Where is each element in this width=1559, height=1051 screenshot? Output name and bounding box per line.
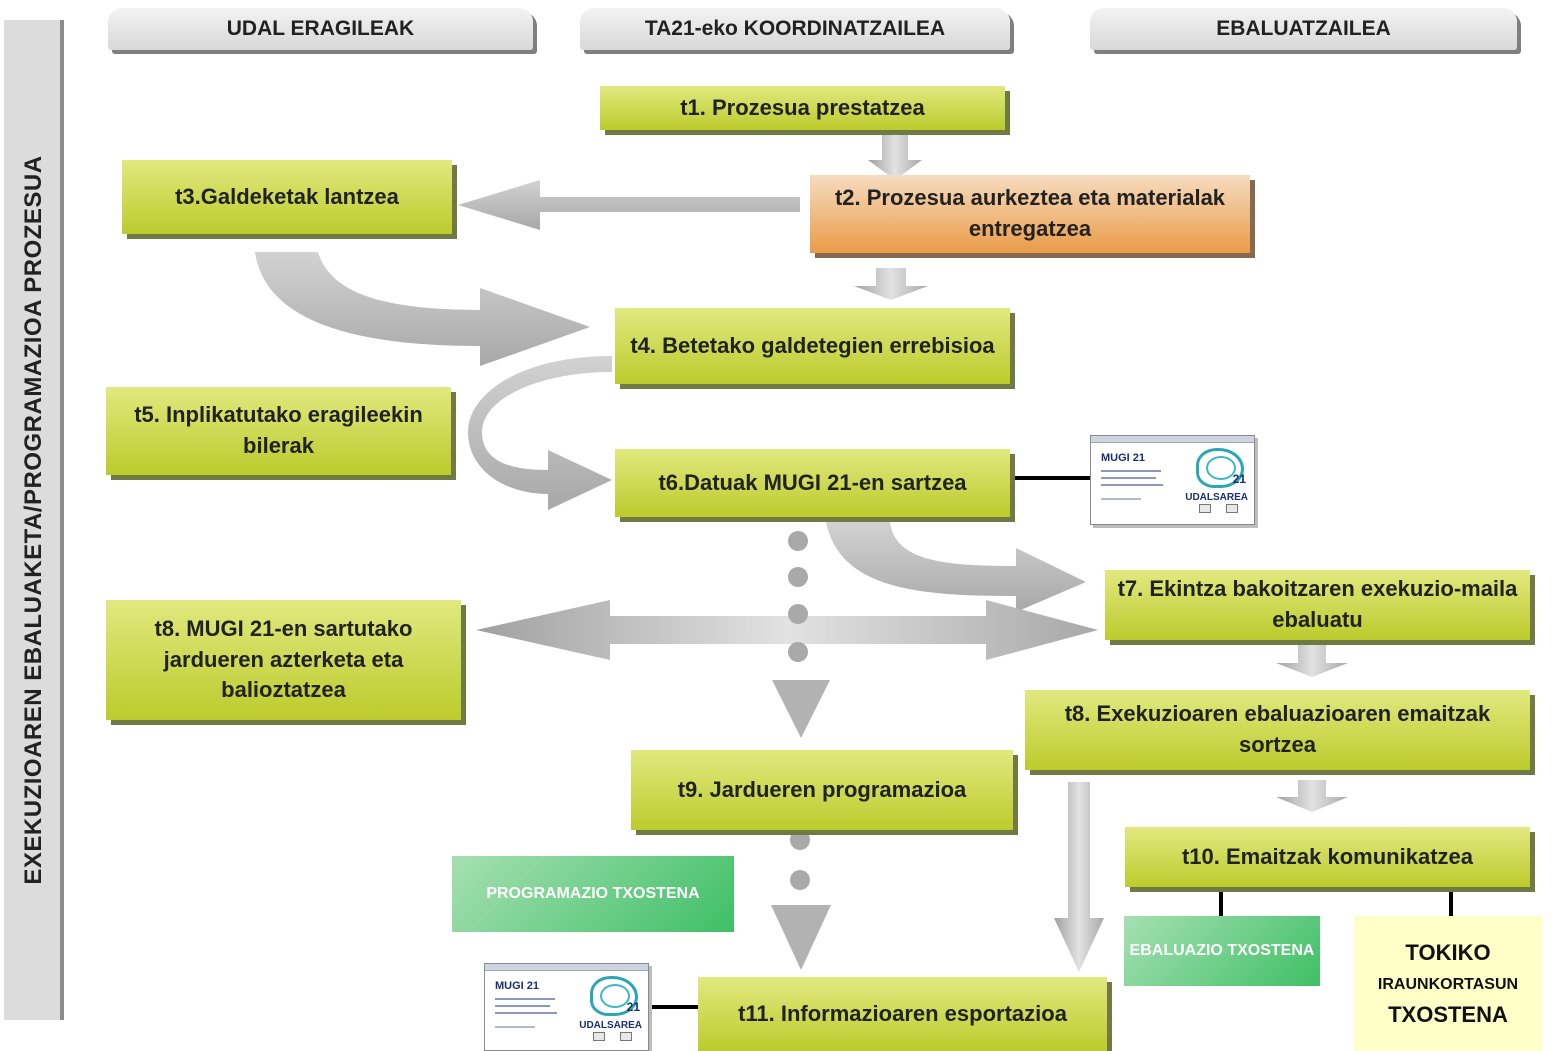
mugi21-screenshot-thumbnail-2: MUGI 21 21 UDALSAREA [484,963,649,1051]
thumbnail-text-line [1101,470,1161,472]
flow-dot [788,604,808,624]
report-tokiko-line3: TXOSTENA [1388,1001,1508,1027]
thumbnail-titlebar [1091,436,1254,443]
thumbnail-title: MUGI 21 [495,980,540,992]
thumbnail-button [1199,504,1211,513]
udalsarea-logo [1196,448,1244,488]
arrow-t6-t7 [826,522,1086,612]
thumbnail-button [1226,504,1238,513]
arrow-t1-t2 [868,130,922,180]
arrow-to-t9 [772,680,830,738]
arrow-t4-t6 [468,356,612,510]
thumbnail-brand: UDALSAREA [579,1020,642,1031]
thumbnail-number: 21 [626,1000,640,1014]
thumbnail-number: 21 [1232,472,1246,486]
report-programazio: PROGRAMAZIO TXOSTENA [452,856,734,932]
task-t7: t7. Ekintza bakoitzaren exekuzio-maila e… [1105,570,1530,640]
thumbnail-text-line [1101,484,1163,486]
udalsarea-logo-inner [600,984,630,1008]
report-tokiko-line2: IRAUNKORTASUN [1377,975,1519,993]
thumbnail-text-line [1101,498,1141,500]
arrow-t7-t8b [1276,645,1348,677]
thumbnail-text-line [495,1012,557,1014]
report-tokiko-line1: TOKIKO [1405,939,1491,965]
column-header-koordinatzailea: TA21-eko KOORDINATZAILEA [580,8,1010,50]
task-t3: t3.Galdeketak lantzea [122,160,452,234]
task-t10: t10. Emaitzak komunikatzea [1125,827,1530,887]
side-title: EXEKUZIOAREN EBALUAKETA/PROGRAMAZIOA PRO… [20,155,47,885]
column-header-udal-eragileak: UDAL ERAGILEAK [108,8,533,50]
thumbnail-button [593,1032,605,1041]
thumbnail-text-line [495,1026,535,1028]
task-t4: t4. Betetako galdetegien errebisioa [615,308,1010,384]
task-t5: t5. Inplikatutako eragileekin bilerak [106,387,451,475]
arrow-t3-t4 [255,252,590,366]
thumbnail-brand: UDALSAREA [1185,492,1248,503]
flow-dot [788,642,808,662]
task-t1: t1. Prozesua prestatzea [600,86,1005,130]
thumbnail-text-line [1101,477,1156,479]
udalsarea-logo-inner [1206,456,1236,480]
task-t9: t9. Jardueren programazioa [631,750,1013,830]
arrow-to-t11 [771,905,831,970]
task-t11: t11. Informazioaren esportazioa [698,977,1107,1051]
task-t6: t6.Datuak MUGI 21-en sartzea [615,449,1010,517]
arrow-t8-t7-double [476,600,1098,660]
column-header-ebaluatzailea: EBALUATZAILEA [1090,8,1517,50]
arrow-t8b-t11 [1054,782,1104,972]
thumbnail-button [620,1032,632,1041]
arrow-t8b-t10 [1276,780,1348,812]
mugi21-screenshot-thumbnail: MUGI 21 21 UDALSAREA [1090,435,1255,525]
flow-dot [788,567,808,587]
udalsarea-logo [590,976,638,1016]
thumbnail-text-line [495,998,555,1000]
report-tokiko: TOKIKO IRAUNKORTASUN TXOSTENA [1354,916,1542,1051]
thumbnail-title: MUGI 21 [1101,452,1146,464]
flow-dot [790,830,810,850]
thumbnail-text-line [495,1005,550,1007]
flow-dot [788,531,808,551]
thumbnail-titlebar [485,964,648,971]
report-ebaluazio: EBALUAZIO TXOSTENA [1124,916,1320,986]
task-t8-emaitzak: t8. Exekuzioaren ebaluazioaren emaitzak … [1025,690,1530,770]
task-t8-azterketa: t8. MUGI 21-en sartutako jardueren azter… [106,600,461,720]
arrow-t2-t4 [854,268,928,300]
task-t2: t2. Prozesua aurkeztea eta materialak en… [810,175,1250,253]
arrow-t2-t3 [458,180,800,230]
flow-dot [790,870,810,890]
side-title-bar: EXEKUZIOAREN EBALUAKETA/PROGRAMAZIOA PRO… [4,20,64,1020]
